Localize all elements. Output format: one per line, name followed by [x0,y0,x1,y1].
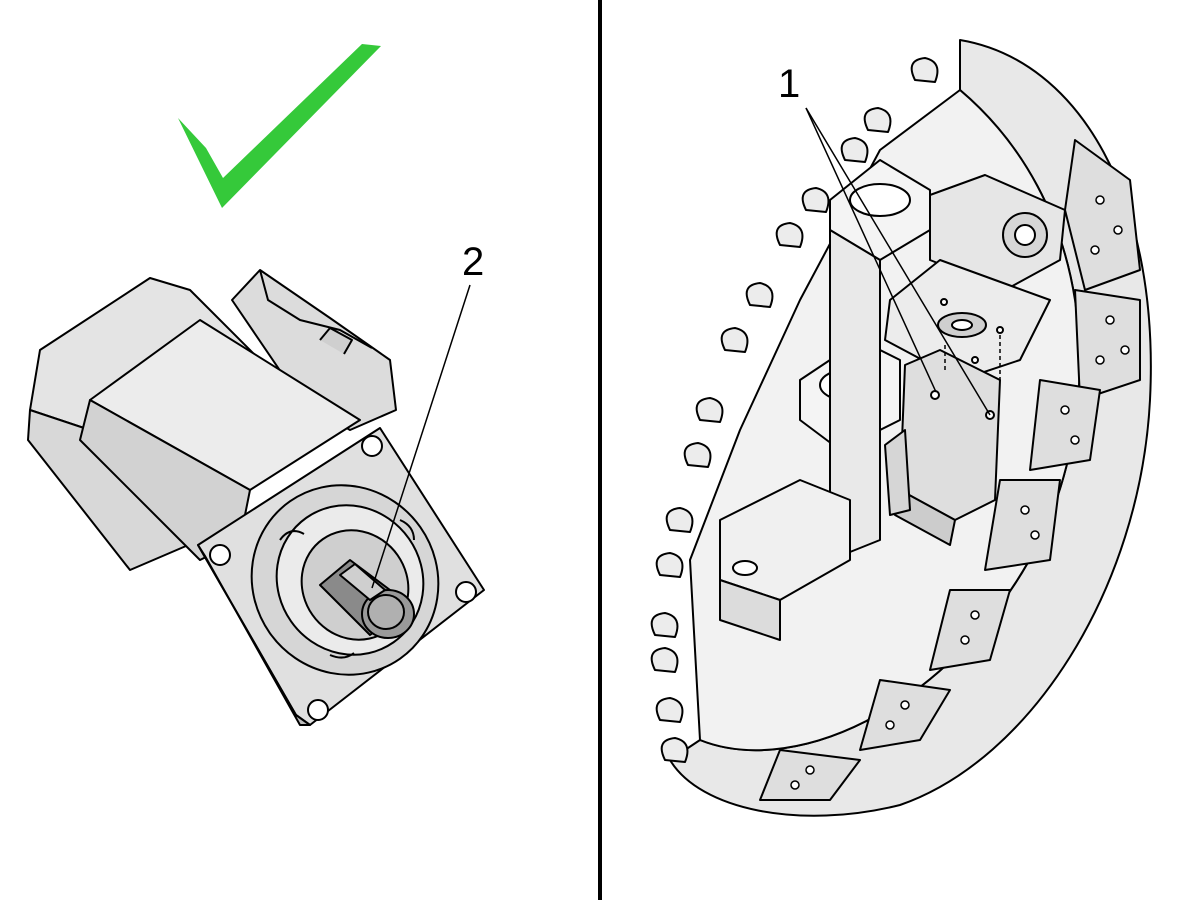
perforated-plates [759,139,1141,801]
panel-divider [598,0,602,900]
leader-line-1a [805,107,937,393]
plate-holes [790,195,1130,790]
gearbox-assembly [884,174,1066,381]
left-panel [27,44,485,726]
tool-pockets [650,57,939,763]
checkmark-icon [178,44,381,208]
callout-2: 2 [462,240,485,284]
central-frame [719,159,931,641]
leader-line-1b [805,107,991,416]
right-panel [650,39,1152,817]
callout-1: 1 [778,62,801,106]
servo-motor [27,269,485,726]
leader-line-2 [371,284,471,589]
mounted-servo-motor [884,335,1001,546]
motor-shaft [319,559,415,639]
